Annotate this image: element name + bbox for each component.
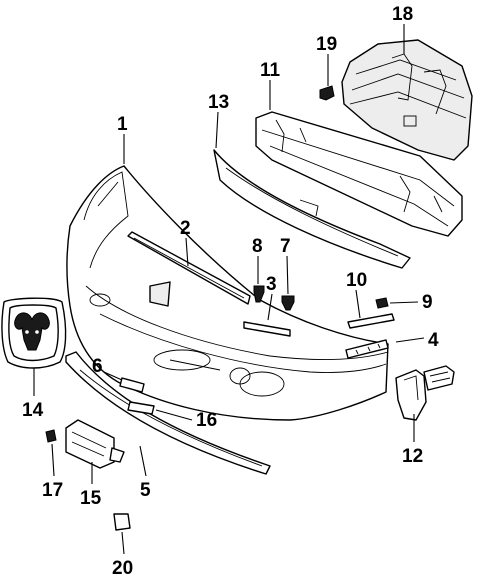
- part-3-bracket: [243, 321, 291, 337]
- part-7-clip: [281, 295, 295, 311]
- part-9-nut: [375, 297, 389, 309]
- callout-16: 16: [196, 410, 217, 431]
- callout-10: 10: [346, 270, 367, 291]
- part-6-clip: [119, 377, 145, 393]
- leader-lines: [33, 24, 425, 555]
- part-18-shield: [341, 39, 473, 161]
- part-15-plate-bracket: [65, 419, 125, 469]
- callout-14: 14: [22, 400, 44, 421]
- part-12-bracket: [395, 365, 455, 421]
- callout-20: 20: [112, 558, 133, 579]
- part-5-lower-strip: [65, 351, 271, 475]
- callout-17: 17: [42, 480, 63, 501]
- part-8-bolt: [253, 285, 265, 303]
- callout-5: 5: [140, 480, 151, 501]
- callout-7: 7: [280, 236, 291, 257]
- callout-18: 18: [392, 4, 413, 25]
- callout-11: 11: [260, 60, 281, 81]
- callout-2: 2: [180, 218, 191, 239]
- callout-1: 1: [117, 114, 128, 135]
- part-11-absorber: [255, 111, 463, 237]
- part-4-side-bracket: [345, 339, 389, 359]
- part-10-trim: [347, 313, 395, 329]
- callout-9: 9: [422, 292, 433, 313]
- callout-13: 13: [208, 92, 229, 113]
- callout-4: 4: [428, 330, 439, 351]
- part-19-clip: [319, 85, 335, 101]
- callout-8: 8: [252, 236, 263, 257]
- callout-15: 15: [80, 488, 102, 509]
- callout-numbers: 1 2 3 4 5 6 7 8 9 10 11 12 13 14 15 16 1…: [22, 4, 439, 579]
- callout-3: 3: [266, 274, 277, 295]
- callout-12: 12: [402, 446, 423, 467]
- callout-19: 19: [316, 34, 337, 55]
- part-17-clip: [45, 429, 57, 443]
- part-2-strip: [127, 231, 251, 305]
- callout-6: 6: [92, 356, 103, 377]
- part-20-plate: [113, 513, 131, 531]
- part-13-valance: [213, 149, 411, 269]
- ram-head-emblem-icon: [1, 297, 67, 369]
- part-16-bracket: [127, 401, 155, 415]
